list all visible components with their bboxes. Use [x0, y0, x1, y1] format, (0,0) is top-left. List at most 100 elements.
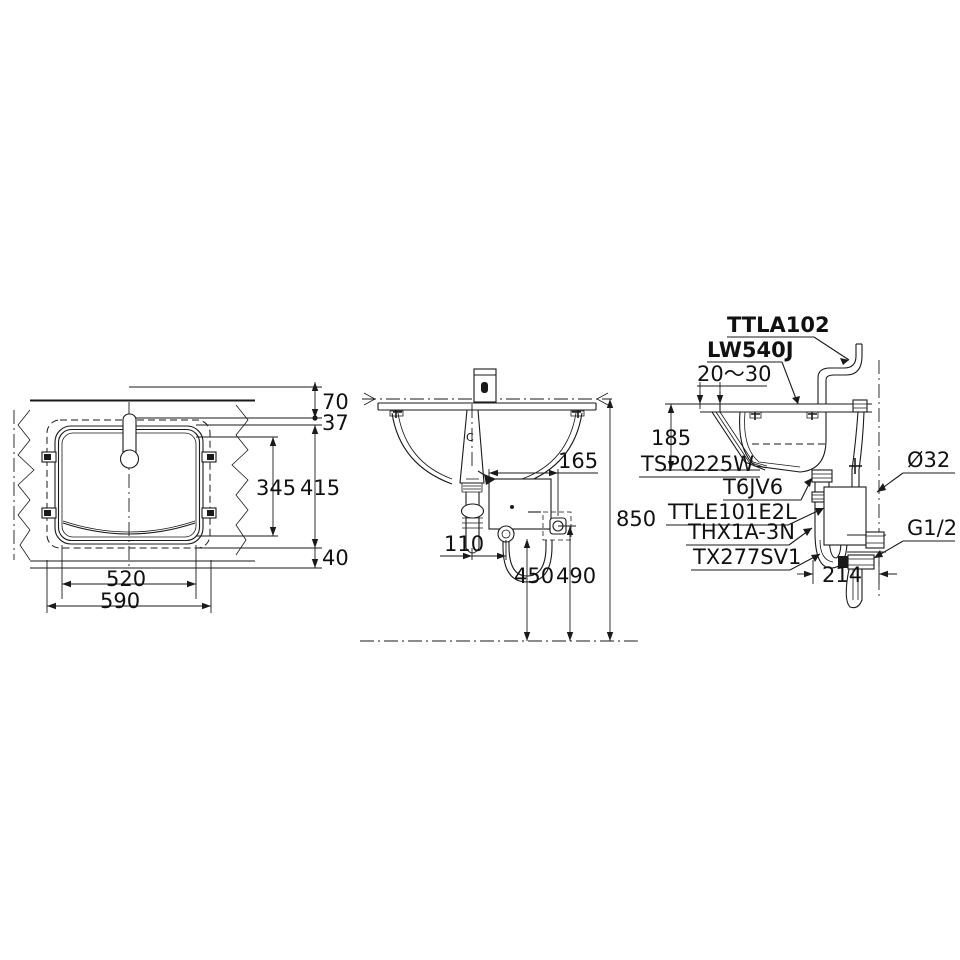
front-dim-490-arrow-bottom	[566, 632, 574, 641]
plan-dim-40-arrow-bottom	[311, 559, 319, 568]
side-section-view: 20〜30 185 214 TTLA102	[639, 313, 957, 609]
plan-dim-415-arrow-top	[311, 425, 319, 434]
front-break-symbol-right	[596, 392, 609, 406]
front-dim-850-arrow-top	[606, 399, 614, 408]
front-dim-850-arrow-bottom	[606, 632, 614, 641]
plan-dim-415-arrow-bottom	[311, 539, 319, 548]
side-stop-valve-handle	[838, 556, 848, 568]
label-t6jv6-arrowhead	[804, 478, 812, 487]
front-dim-450: 450	[514, 539, 554, 641]
front-dim-110: 110	[440, 532, 507, 560]
label-thx1a3n-text: THX1A-3N	[687, 520, 795, 544]
side-clip-left-plate	[749, 411, 762, 419]
front-hose-nut	[497, 525, 515, 543]
callout-thread-g12-text: G1/2	[907, 516, 957, 540]
label-lw540j-leader	[781, 361, 799, 405]
side-overflow-pipe-2	[715, 411, 767, 469]
label-group-tsp0225w: TSP0225W	[639, 452, 760, 478]
side-dim-2030-arrow-left	[696, 395, 704, 404]
front-bowl-left-wall	[391, 412, 453, 485]
side-wall-escutcheon	[865, 531, 885, 549]
label-group-ttla102: TTLA102	[727, 313, 850, 365]
plan-dim-520: 520	[62, 567, 196, 591]
side-dim-214-arrow-left	[804, 570, 813, 578]
front-centerline-symbol: C	[466, 431, 474, 444]
front-tailpipe-bottom	[465, 547, 480, 554]
plan-dim-345-arrow-bottom	[269, 527, 277, 536]
side-dim-214-arrow-right	[879, 570, 888, 578]
label-ttle101e2l-text: TTLE101E2L	[667, 500, 797, 524]
side-supply-tube-1	[851, 411, 859, 505]
front-dim-110-arrow-right	[497, 552, 506, 560]
front-dim-850-text: 850	[616, 507, 656, 531]
label-ttla102-leader	[813, 336, 850, 361]
plan-break-line-left	[17, 409, 35, 561]
front-pedestal-collar-lines	[463, 485, 481, 490]
front-dim-165-arrow-left	[489, 469, 498, 477]
front-control-box-cable	[477, 470, 490, 479]
plan-dim-70: 70	[311, 382, 349, 418]
callout-diameter-32-arrowhead	[877, 483, 886, 492]
front-break-symbol-left	[363, 392, 376, 406]
label-tx277sv1-arrowhead	[811, 554, 820, 562]
side-overflow-pipe-3	[719, 411, 768, 467]
side-supply-tube-2	[858, 411, 865, 505]
plan-dim-37: 37	[312, 411, 349, 435]
label-lw540j-arrowhead	[792, 396, 800, 404]
side-dim-20-30: 20〜30	[696, 362, 771, 409]
side-drain-flange	[811, 469, 833, 483]
label-group-thx1a3n: THX1A-3N	[686, 520, 813, 546]
plan-dim-40-text: 40	[322, 546, 349, 570]
front-faucet-sensor-icon	[481, 382, 488, 393]
side-bowl-inner	[744, 411, 801, 468]
front-pedestal-collar	[461, 483, 483, 493]
side-trap-outer	[814, 512, 848, 569]
front-dim-450-text: 450	[514, 564, 554, 588]
label-ttla102-text: TTLA102	[727, 313, 830, 337]
label-group-lw540j: LW540J	[707, 338, 800, 405]
side-control-box	[823, 486, 867, 546]
side-faucet-base-lines	[853, 403, 867, 409]
label-tsp0225w-text: TSP0225W	[640, 452, 754, 476]
front-dim-450-arrow-top	[523, 539, 531, 548]
plan-faucet-base	[119, 449, 140, 469]
plan-dim-415: 415	[300, 425, 340, 548]
side-flex-hose-outer	[845, 568, 863, 609]
plan-clamp-bottom-right-fill	[207, 510, 214, 516]
front-control-box-led	[510, 505, 514, 509]
plan-dim-70-arrow-bottom	[311, 409, 319, 418]
plan-mounting-clamps	[41, 451, 217, 519]
plan-dim-37-dot	[312, 415, 318, 421]
callout-diameter-32-text: Ø32	[907, 448, 950, 472]
front-dim-165-arrow-right	[549, 469, 558, 477]
side-drain-flange-lines	[812, 473, 832, 479]
front-tailpipe	[465, 492, 480, 548]
callout-group-thread-g12: G1/2	[873, 516, 957, 559]
side-trap-detail	[819, 539, 834, 563]
front-bowl-right-inner	[521, 412, 577, 480]
plan-dim-40: 40	[311, 546, 349, 570]
plan-view: 70 37 345 415 40	[13, 382, 349, 613]
side-wall-escutcheon-lines	[866, 535, 884, 544]
plan-dim-520-arrow-right	[187, 580, 196, 588]
front-clip-right-plate	[570, 410, 585, 417]
front-pedestal-shroud	[459, 409, 485, 484]
front-dim-110-arrow-left	[463, 552, 472, 560]
front-dim-165-text: 165	[558, 449, 598, 473]
label-thx1a3n-arrowhead	[803, 528, 812, 536]
plan-dim-590-arrow-right	[202, 602, 211, 610]
plan-dim-70-text: 70	[322, 390, 349, 414]
front-dim-450-arrow-bottom	[523, 632, 531, 641]
front-elevation-view: C 165	[360, 368, 656, 642]
side-dim-185-text: 185	[651, 426, 691, 450]
front-dim-490-arrow-top	[566, 526, 574, 535]
plan-dim-37-text: 37	[322, 411, 349, 435]
side-dim-185-arrow-bottom	[667, 461, 675, 470]
plan-dim-345: 345	[256, 437, 296, 536]
side-clip-left	[751, 412, 760, 420]
plan-dim-70-arrow-top	[311, 382, 319, 391]
side-dim-185-arrow-top	[667, 404, 675, 413]
plan-dim-415-text: 415	[300, 476, 340, 500]
front-trap-threads	[462, 517, 483, 529]
